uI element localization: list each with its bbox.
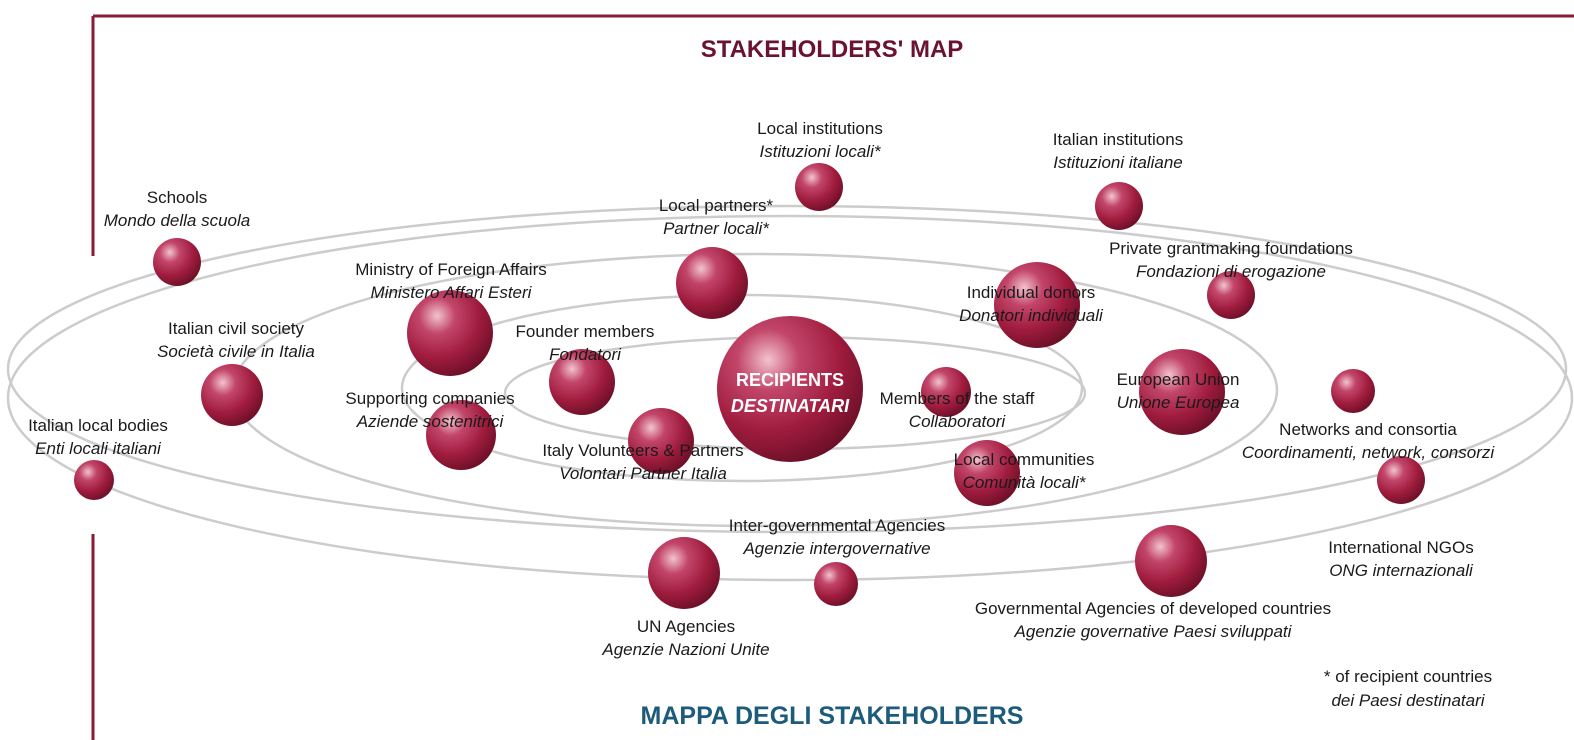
governmental-agencies-label: Governmental Agencies of developed count… [975,599,1331,641]
international-ngos-label-it: ONG internazionali [1329,561,1474,580]
supporting-companies-label-en: Supporting companies [345,389,514,408]
private-foundations-label-en: Private grantmaking foundations [1109,239,1353,258]
founder-members-label-en: Founder members [516,322,655,341]
individual-donors-label-it: Donatori individuali [959,306,1104,325]
inter-governmental-sphere [814,562,858,606]
italian-civil-society-label-en: Italian civil society [168,319,305,338]
european-union-label-en: European Union [1117,370,1240,389]
page-title: STAKEHOLDERS' MAP [701,36,964,63]
private-foundations-sphere [1207,271,1255,319]
inter-governmental-label-it: Agenzie intergovernative [742,539,930,558]
supporting-companies-label-it: Aziende sostenitrici [356,412,505,431]
italian-local-bodies-label-en: Italian local bodies [28,416,168,435]
un-agencies-label-en: UN Agencies [637,617,735,636]
networks-consortia-label-en: Networks and consortia [1279,420,1457,439]
orbit-outer [6,204,1568,534]
members-of-staff-sphere [921,367,971,417]
center-sphere [717,316,863,462]
schools-label-it: Mondo della scuola [104,211,250,230]
individual-donors-sphere [994,262,1080,348]
schools-sphere [153,238,201,286]
inter-governmental-label-en: Inter-governmental Agencies [729,516,945,535]
local-communities-label-en: Local communities [954,450,1095,469]
orbit-outermost [6,214,1574,582]
european-union-label-it: Unione Europea [1117,393,1240,412]
italian-institutions-label-it: Istituzioni italiane [1053,153,1182,172]
stakeholder-spheres [74,163,1425,609]
members-of-staff-label-en: Members of the staff [880,389,1035,408]
european-union-sphere [1139,349,1225,435]
international-ngos-sphere [1377,456,1425,504]
members-of-staff-label-it: Collaboratori [909,412,1007,431]
italy-volunteers-label-it: Volontari Partner Italia [559,464,727,483]
italian-local-bodies-sphere [74,460,114,500]
networks-consortia-sphere [1331,369,1375,413]
networks-consortia-label-it: Coordinamenti, network, consorzi [1242,443,1496,462]
footnote-en: * of recipient countries [1324,667,1492,686]
local-partners-label-en: Local partners* [659,196,774,215]
center-label-en: RECIPIENTS [736,370,844,390]
founder-members-label-it: Fondatori [549,345,622,364]
page-subtitle: MAPPA DEGLI STAKEHOLDERS [641,702,1024,730]
un-agencies-label-it: Agenzie Nazioni Unite [601,640,769,659]
private-foundations-label: Private grantmaking foundationsFondazion… [1109,239,1353,281]
founder-members-sphere [549,349,615,415]
local-institutions-label-it: Istituzioni locali* [760,142,882,161]
italian-civil-society-sphere [201,364,263,426]
italian-institutions-label-en: Italian institutions [1053,130,1183,149]
individual-donors-label-en: Individual donors [967,283,1096,302]
ministry-foreign-affairs-sphere [407,290,493,376]
private-foundations-label-it: Fondazioni di erogazione [1136,262,1326,281]
local-partners-sphere [676,247,748,319]
un-agencies-sphere [648,537,720,609]
governmental-agencies-sphere [1135,525,1207,597]
italian-local-bodies-label-it: Enti locali italiani [35,439,162,458]
governmental-agencies-label-it: Agenzie governative Paesi sviluppati [1014,622,1293,641]
local-partners-label-it: Partner locali* [663,219,770,238]
local-communities-sphere [954,440,1020,506]
center-recipients: RECIPIENTS DESTINATARI [717,316,863,462]
italy-volunteers-sphere [628,408,694,474]
international-ngos-label-en: International NGOs [1328,538,1474,557]
italian-institutions-sphere [1095,182,1143,230]
local-partners-label: Local partners* Partner locali* [659,196,774,238]
local-institutions-label-en: Local institutions [757,119,883,138]
ministry-foreign-affairs-label-en: Ministry of Foreign Affairs [355,260,546,279]
italian-civil-society-label-it: Società civile in Italia [157,342,315,361]
local-institutions-sphere [795,163,843,211]
governmental-agencies-label-en: Governmental Agencies of developed count… [975,599,1331,618]
supporting-companies-sphere [426,400,496,470]
ministry-foreign-affairs-label-it: Ministero Affari Esteri [371,283,533,302]
footnote-it: dei Paesi destinatari [1331,691,1485,710]
italy-volunteers-label-en: Italy Volunteers & Partners [542,441,743,460]
frame [91,14,1574,740]
local-communities-label-it: Comunità locali* [963,473,1087,492]
center-label-it: DESTINATARI [731,396,850,416]
schools-label-en: Schools [147,188,207,207]
footnote: * of recipient countries dei Paesi desti… [1324,667,1492,710]
